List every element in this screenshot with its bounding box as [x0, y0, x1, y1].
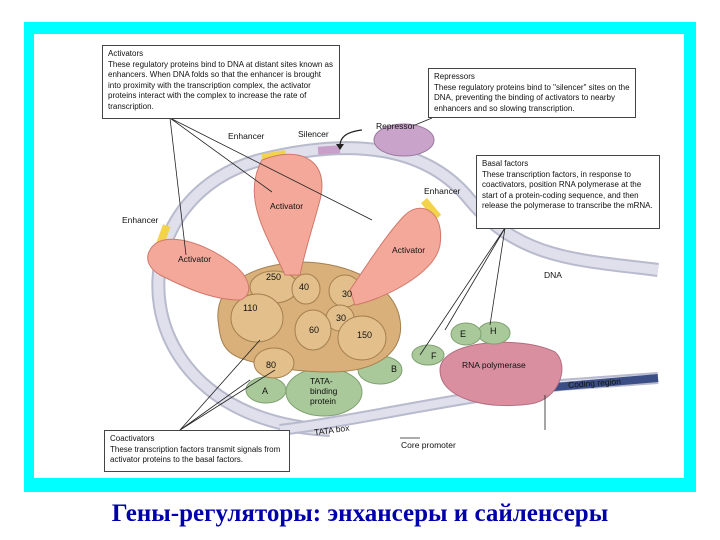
coactivators-callout-text: These transcription factors transmit sig… — [110, 444, 281, 465]
enhancer-right-label: Enhancer — [424, 186, 461, 196]
basal-factors-callout-title: Basal factors — [482, 159, 529, 168]
enhancer-left-label: Enhancer — [122, 215, 159, 225]
repressor-label: Repressor — [376, 121, 416, 131]
coactivator-110 — [230, 293, 284, 343]
repressors-callout: Repressors These regulatory proteins bin… — [428, 68, 636, 118]
silencer-site — [317, 145, 341, 155]
rna-polymerase — [439, 341, 563, 407]
subunit-110: 110 — [243, 303, 258, 313]
dna-label: DNA — [544, 270, 562, 280]
activator-right — [349, 207, 442, 306]
enhancer-right-site — [420, 198, 442, 220]
basal-factor-e — [450, 322, 482, 346]
activators-callout-text: These regulatory proteins bind to DNA at… — [108, 59, 334, 111]
subunit-150: 150 — [357, 330, 373, 340]
subunit-80: 80 — [266, 360, 277, 370]
tata-binding-label: TATA- binding protein — [310, 376, 338, 406]
silencer-label: Silencer — [298, 129, 329, 139]
repressor-protein — [373, 123, 435, 157]
repressors-callout-text: These regulatory proteins bind to "silen… — [434, 82, 630, 113]
subunit-250: 250 — [266, 272, 282, 282]
activator-center — [253, 153, 323, 276]
coactivator-150 — [337, 315, 387, 361]
coactivator-40 — [291, 273, 321, 305]
rna-polymerase-label: RNA polymerase — [462, 360, 526, 370]
repressors-callout-title: Repressors — [434, 72, 475, 81]
subunit-60: 60 — [309, 325, 320, 335]
subunit-40: 40 — [299, 282, 310, 292]
subunit-f: F — [431, 351, 437, 361]
callout-lines — [169, 117, 506, 431]
slide-caption: Гены-регуляторы: энхансеры и сайленсеры — [111, 500, 609, 527]
subunit-30b: 30 — [336, 313, 347, 323]
activator-right-label: Activator — [392, 245, 426, 255]
coactivators-callout: Coactivators These transcription factors… — [104, 430, 290, 472]
subunit-h: H — [490, 326, 497, 336]
activator-left-label: Activator — [178, 254, 212, 264]
activators-callout-title: Activators — [108, 49, 144, 58]
basal-factors-callout-text: These transcription factors, in response… — [482, 169, 653, 211]
activators-callout: Activators These regulatory proteins bin… — [102, 45, 340, 119]
activator-center-label: Activator — [270, 201, 304, 211]
enhancer-top-label: Enhancer — [228, 131, 265, 141]
subunit-b: B — [391, 364, 398, 374]
subunit-e: E — [460, 329, 467, 339]
coactivator-60 — [294, 309, 332, 351]
coactivators-callout-title: Coactivators — [110, 434, 155, 443]
coactivator-80 — [253, 347, 295, 379]
basal-factors-callout: Basal factors These transcription factor… — [476, 155, 660, 229]
subunit-a: A — [262, 386, 269, 396]
basal-factor-f — [411, 344, 445, 366]
activator-left — [147, 238, 250, 301]
core-promoter-label: Core promoter — [401, 440, 456, 450]
subunit-30a: 30 — [342, 289, 353, 299]
